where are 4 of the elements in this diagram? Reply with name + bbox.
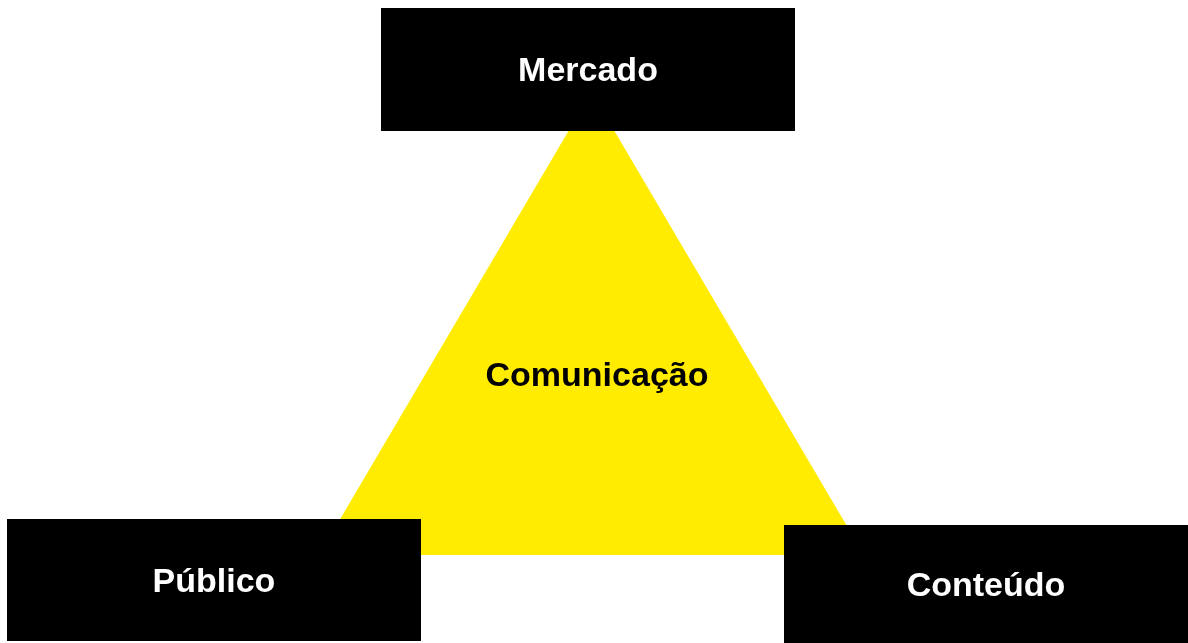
category-box: Público (7, 519, 421, 641)
center-label: Comunicação (485, 354, 709, 394)
category-box: Mercado (381, 8, 795, 131)
category-box: Conteúdo (784, 525, 1188, 643)
